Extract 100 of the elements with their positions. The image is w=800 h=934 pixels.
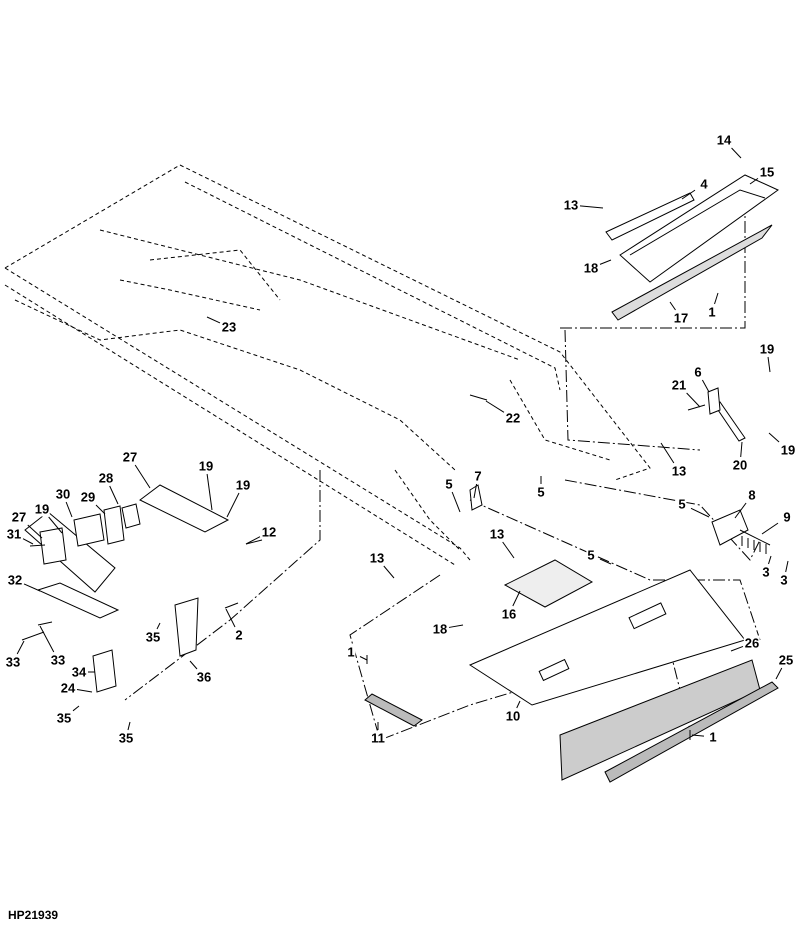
leader-line — [768, 432, 780, 442]
callout-number: 19 — [34, 502, 50, 516]
leader-line — [682, 190, 696, 200]
callout-number: 18 — [582, 260, 600, 276]
callout-number: 14 — [716, 132, 732, 148]
leader-line — [714, 292, 718, 304]
callout-number: 30 — [54, 486, 72, 502]
leader-line — [690, 508, 710, 518]
callout-number: 3 — [761, 564, 771, 580]
leader-line — [448, 624, 464, 628]
callout-number: 35 — [56, 710, 72, 726]
leader-line — [96, 504, 106, 514]
callout-number: 34 — [70, 664, 88, 680]
leader-line — [206, 316, 220, 324]
callout-number: 12 — [260, 524, 278, 540]
leader-line — [190, 660, 198, 670]
callout-number: 27 — [10, 510, 28, 524]
drawing-number: HP21939 — [8, 908, 58, 922]
callout-number: 15 — [758, 164, 776, 180]
callout-number: 9 — [782, 510, 792, 524]
callout-number: 33 — [50, 652, 66, 668]
leader-line — [24, 583, 40, 592]
leader-line — [360, 656, 368, 660]
leader-line — [128, 722, 130, 730]
leader-line — [660, 442, 674, 464]
leader-line — [512, 590, 520, 606]
callout-number: 13 — [488, 526, 506, 542]
leader-line — [226, 492, 240, 518]
callout-number: 5 — [536, 484, 546, 500]
callout-number: 26 — [744, 636, 760, 650]
callout-number: 18 — [432, 622, 448, 636]
callout-number: 31 — [6, 526, 22, 542]
leader-line — [16, 640, 24, 654]
callout-number: 33 — [4, 654, 22, 670]
callout-number: 11 — [370, 730, 386, 746]
callout-number: 8 — [747, 488, 757, 502]
leader-line — [692, 734, 704, 737]
callout-number: 13 — [368, 550, 386, 566]
leader-line — [383, 566, 394, 578]
leader-line — [670, 302, 676, 310]
callout-number: 23 — [220, 320, 238, 334]
callout-number: 22 — [504, 410, 522, 426]
callout-number: 19 — [758, 342, 776, 356]
callout-number: 13 — [670, 464, 688, 478]
leader-line — [580, 205, 604, 208]
leader-line — [600, 558, 612, 564]
leader-line — [762, 522, 778, 534]
callout-number: 21 — [670, 378, 688, 392]
leader-line — [474, 484, 478, 498]
leader-line — [66, 502, 72, 518]
callout-number: 19 — [780, 442, 796, 458]
leader-line — [686, 392, 700, 408]
leader-line — [785, 560, 788, 572]
leader-line — [109, 486, 118, 504]
callout-number: 6 — [693, 364, 703, 380]
leader-line — [206, 474, 212, 510]
callout-number: 19 — [234, 478, 252, 492]
callout-number: 3 — [779, 572, 789, 588]
leader-line — [516, 700, 520, 708]
leader-line — [452, 492, 460, 512]
callout-number: 19 — [198, 458, 214, 474]
callout-number: 1 — [707, 304, 717, 320]
callout-number: 29 — [80, 490, 96, 504]
leader-line — [76, 689, 92, 692]
leader-line — [734, 502, 747, 518]
leader-line — [22, 538, 34, 544]
leader-line — [48, 516, 62, 534]
leader-line — [768, 356, 770, 372]
callout-number: 4 — [699, 176, 709, 192]
leader-line — [731, 148, 742, 158]
leader-line — [750, 178, 758, 184]
callout-number: 13 — [562, 198, 580, 212]
leader-line — [40, 626, 54, 652]
callout-number: 35 — [144, 630, 162, 644]
leader-line — [246, 536, 260, 544]
callout-number: 36 — [196, 670, 212, 684]
leader-line — [27, 524, 42, 538]
callout-number: 28 — [98, 470, 114, 486]
leader-line — [776, 668, 782, 680]
callout-number: 1 — [346, 644, 356, 660]
leader-line — [540, 476, 542, 484]
callout-number: 10 — [504, 708, 522, 724]
callout-number: 7 — [473, 468, 483, 484]
leader-line — [768, 556, 772, 564]
leader-line — [740, 442, 742, 458]
leader-line — [502, 542, 514, 558]
callout-number: 2 — [234, 628, 244, 642]
leader-line — [730, 646, 744, 652]
leader-line — [134, 464, 150, 488]
leader-line — [600, 260, 612, 265]
callout-number: 32 — [6, 572, 24, 588]
callout-number: 17 — [672, 310, 690, 326]
leader-line — [486, 400, 504, 413]
leader-line — [702, 380, 710, 392]
callout-number: 5 — [586, 548, 596, 562]
callout-number: 25 — [778, 652, 794, 668]
callout-number: 35 — [118, 730, 134, 746]
callout-number: 24 — [60, 680, 76, 696]
callout-number: 5 — [444, 476, 454, 492]
callout-number: 20 — [732, 458, 748, 472]
